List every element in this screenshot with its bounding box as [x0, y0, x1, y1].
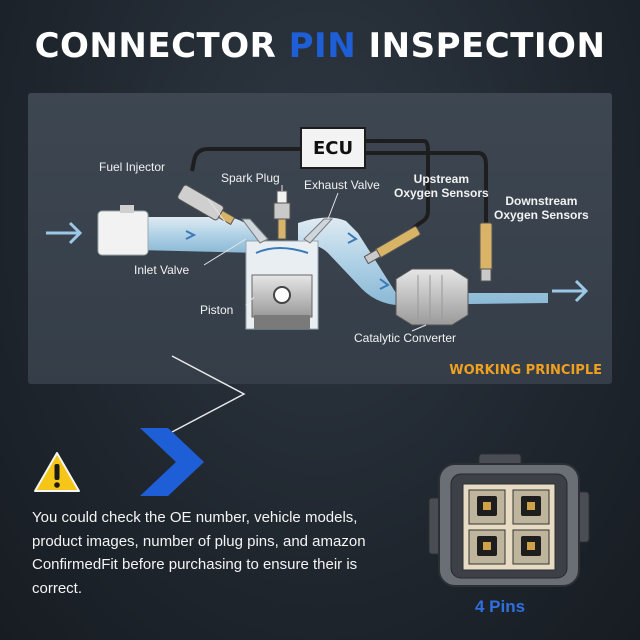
label-spark-plug: Spark Plug [221, 171, 280, 185]
page-title: CONNECTOR PIN INSPECTION [0, 26, 640, 66]
air-meter [97, 210, 149, 256]
label-exhaust-valve: Exhaust Valve [304, 178, 380, 192]
exhaust-pipe [298, 217, 548, 305]
label-upstream: Upstream Oxygen Sensors [394, 172, 489, 200]
label-downstream: Downstream Oxygen Sensors [494, 194, 589, 222]
exhaust-valve-shape [303, 218, 334, 244]
label-downstream-line2: Oxygen Sensors [494, 208, 589, 222]
title-accent: PIN [288, 26, 357, 66]
chevron-decoration-icon [140, 355, 246, 496]
label-fuel-injector: Fuel Injector [99, 160, 166, 174]
label-piston: Piston [200, 303, 234, 317]
working-principle-caption: WORKING PRINCIPLE [449, 363, 602, 378]
diagram-panel: ECU Fuel Injector Spark Plug Exhaust Val… [28, 93, 612, 384]
upstream-sensor-shape [363, 226, 421, 265]
leader-lines [203, 185, 427, 332]
flow-arrows-icon [185, 230, 390, 290]
connector-icon [428, 453, 590, 587]
intake-arrow-icon [46, 221, 83, 245]
inlet-valve-shape [241, 218, 269, 244]
spark-plug-shape [273, 190, 291, 240]
label-inlet-valve: Inlet Valve [134, 263, 190, 277]
title-part-1: CONNECTOR [34, 26, 289, 66]
engine-diagram [46, 139, 589, 332]
label-downstream-line1: Downstream [505, 194, 578, 208]
catalytic-converter-shape [395, 268, 469, 326]
warning-triangle-icon [34, 452, 80, 492]
exhaust-arrow-icon [552, 279, 589, 303]
label-upstream-line1: Upstream [413, 172, 470, 186]
ecu-wires [190, 139, 488, 243]
label-upstream-line2: Oxygen Sensors [394, 186, 489, 200]
piston-shape [251, 274, 313, 329]
warning-text: You could check the OE number, vehicle m… [32, 509, 366, 597]
fuel-injector-shape [177, 184, 236, 226]
pins-label: 4 Pins [474, 597, 526, 616]
downstream-sensor-shape [479, 222, 493, 282]
label-catalytic-converter: Catalytic Converter [354, 331, 457, 345]
ecu-box: ECU [300, 127, 366, 169]
title-part-2: INSPECTION [356, 26, 606, 66]
